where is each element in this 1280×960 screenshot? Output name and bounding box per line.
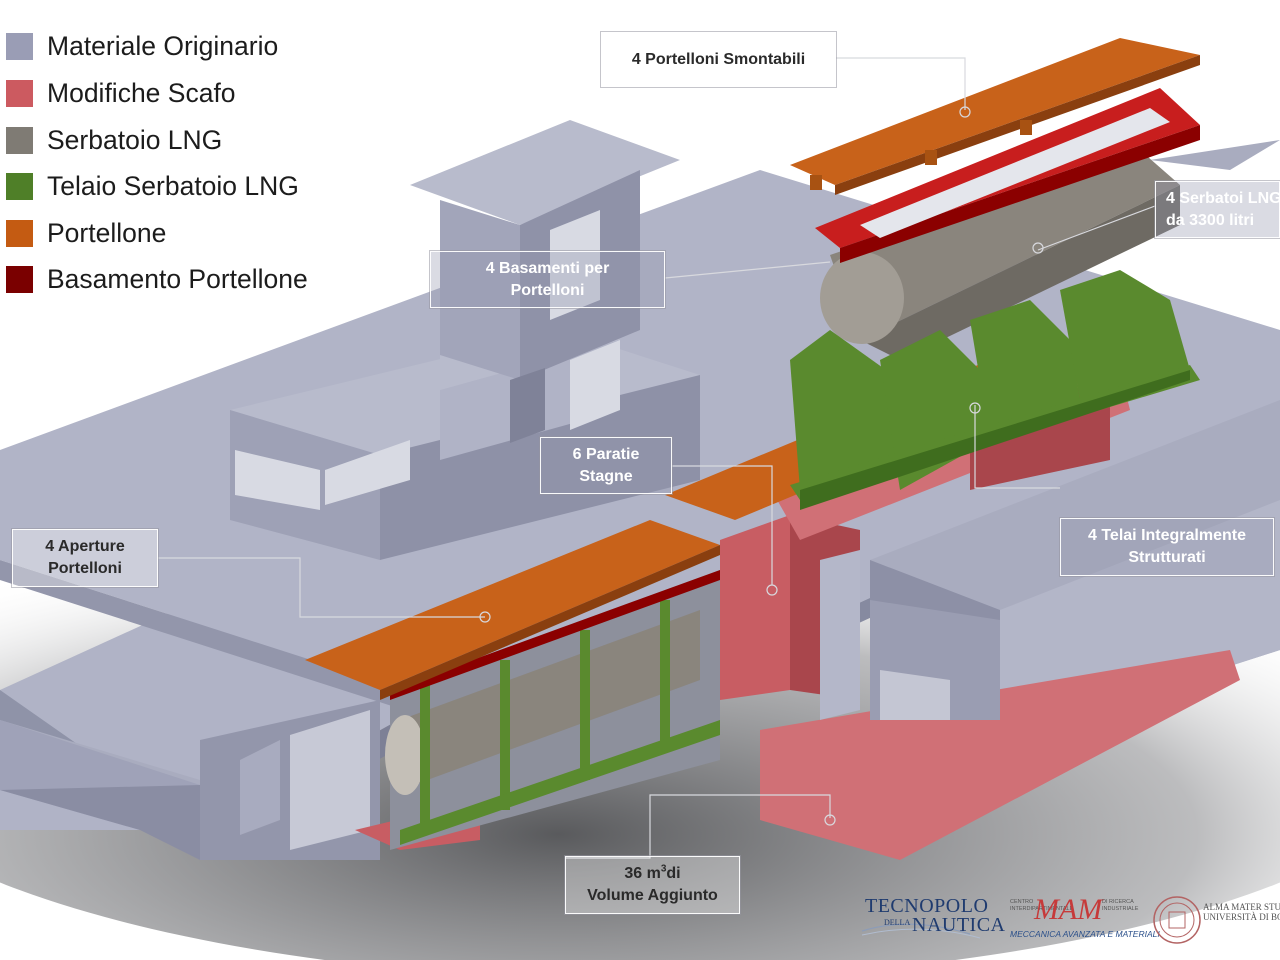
callout-text: 4 Aperture	[45, 538, 125, 555]
callout-text: Volume Aggiunto	[587, 887, 718, 904]
callout-text: Portelloni	[510, 281, 585, 299]
unibo-line2: UNIVERSITÀ DI BOLOGNA	[1203, 912, 1280, 922]
legend-swatch	[6, 32, 33, 60]
callout-portelloni-smontabili: 4 Portelloni Smontabili	[601, 32, 836, 87]
unibo-logo: ALMA MATER STUDIORUM UNIVERSITÀ DI BOLOG…	[1150, 890, 1280, 950]
legend-item-basamento-portellone: Basamento Portellone	[6, 263, 308, 295]
legend-label: Serbatoio LNG	[47, 124, 223, 155]
hatch-cover-upper	[790, 38, 1200, 195]
tecnopolo-della: DELLA	[884, 918, 911, 927]
tecnopolo-swoosh-icon	[861, 923, 981, 939]
callout-text: 4 Basamenti per	[485, 259, 610, 277]
unibo-seal-icon	[1153, 896, 1201, 944]
callout-telai: 4 Telai Integralmente Strutturati	[1060, 518, 1274, 576]
bulkheads	[820, 550, 1000, 720]
legend-label: Basamento Portellone	[47, 263, 308, 294]
callout-aperture: 4 Aperture Portelloni	[12, 529, 158, 587]
callout-volume: 36 m3di Volume Aggiunto	[565, 856, 740, 914]
legend-label: Portellone	[47, 217, 167, 248]
callout-text: 6 Paratie	[572, 445, 640, 463]
callout-text: 4 Telai Integralmente	[1088, 527, 1246, 544]
legend-label: Modifiche Scafo	[47, 77, 236, 108]
mam-right-text: DI RICERCA	[1102, 899, 1134, 905]
legend-swatch	[6, 219, 33, 247]
callout-basamenti: 4 Basamenti per Portelloni	[430, 251, 665, 308]
mam-left-text: CENTRO	[1010, 899, 1034, 905]
mam-right-text: INDUSTRIALE	[1102, 906, 1139, 912]
lower-tank-section	[385, 570, 720, 850]
legend-item-serbatoio-lng: Serbatoio LNG	[6, 124, 222, 156]
callout-paratie: 6 Paratie Stagne	[540, 437, 672, 494]
legend-label: Telaio Serbatoio LNG	[47, 170, 299, 201]
legend-item-telaio-serbatoio-lng: Telaio Serbatoio LNG	[6, 170, 299, 202]
exploded-tank-assembly	[790, 150, 1200, 510]
callout-text: 4 Portelloni Smontabili	[631, 50, 806, 68]
callout-text: Stagne	[579, 467, 633, 485]
callout-text: Strutturati	[1128, 549, 1206, 566]
legend-item-materiale-originario: Materiale Originario	[6, 30, 278, 62]
legend-swatch	[6, 265, 33, 293]
mam-footer: MECCANICA AVANZATA E MATERIALI	[1010, 929, 1160, 939]
volume-suffix: di	[666, 865, 681, 882]
leader-lines	[158, 57, 1156, 859]
mam-logo: CENTRO INTERDIPARTIMENTALE MAM DI RICERC…	[1010, 893, 1160, 940]
hull-side-left	[0, 700, 380, 860]
legend-item-modifiche-scafo: Modifiche Scafo	[6, 77, 236, 109]
legend-swatch	[6, 126, 33, 154]
hatch-cover-lower	[305, 520, 720, 700]
callout-text: da 3300 litri	[1166, 211, 1255, 229]
callout-text: Portelloni	[48, 560, 122, 577]
tecnopolo-logo: TECNOPOLO DELLA NAUTICA	[860, 886, 1005, 946]
legend-swatch	[6, 172, 33, 200]
legend-item-portellone: Portellone	[6, 217, 166, 249]
tecnopolo-nautica: NAUTICA	[912, 914, 1006, 936]
callout-text: 4 Serbatoi LNG	[1166, 189, 1280, 207]
leader-markers	[479, 106, 1044, 826]
mam-left-text: INTERDIPARTIMENTALE	[1010, 906, 1074, 912]
volume-sup: 3	[660, 863, 667, 875]
tecnopolo-text: TECNOPOLO	[865, 895, 989, 917]
unibo-line1: ALMA MATER STUDIORUM	[1203, 902, 1280, 912]
callout-text: 36 m3di	[566, 863, 739, 885]
legend-label: Materiale Originario	[47, 30, 279, 61]
volume-prefix: 36 m	[624, 865, 661, 882]
hatch-base-frame	[815, 88, 1200, 263]
mam-mark: MAM	[1034, 893, 1103, 926]
legend-swatch	[6, 79, 33, 107]
callout-serbatoi: 4 Serbatoi LNG da 3300 litri	[1155, 181, 1280, 238]
